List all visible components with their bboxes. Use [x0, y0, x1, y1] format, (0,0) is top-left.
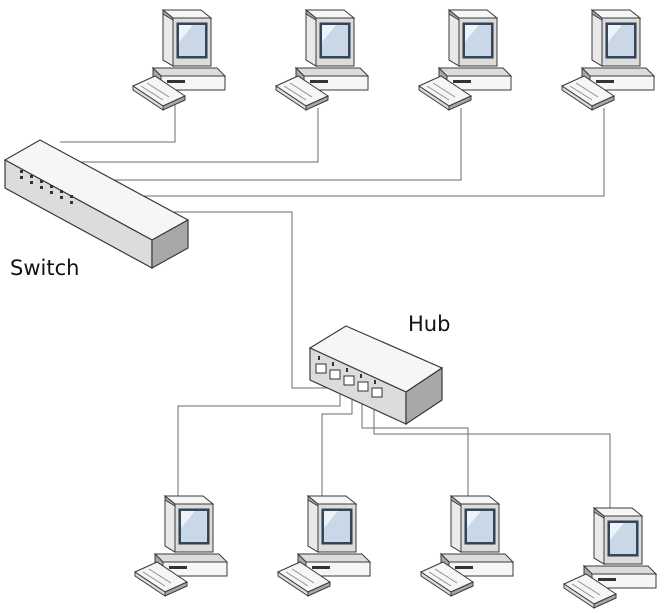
network-switch-icon	[3, 139, 190, 270]
network-hub-icon	[308, 325, 444, 426]
computer-icon	[563, 507, 657, 609]
computer-icon	[132, 9, 226, 111]
cables-hub	[177, 392, 611, 520]
cable-hub-pc-8	[373, 404, 611, 520]
computer-icon	[561, 9, 655, 111]
hub-label: Hub	[408, 312, 451, 336]
switch-label: Switch	[10, 256, 80, 280]
cable-switch-pc-2	[80, 108, 319, 163]
cable-switch-hub	[150, 211, 330, 389]
cable-switch-pc-3	[100, 108, 462, 181]
cable-switch-pc-1	[60, 104, 176, 143]
cable-hub-pc-6	[321, 396, 353, 510]
computer-icon	[275, 9, 369, 111]
computer-icon	[277, 495, 371, 597]
computer-icon	[418, 9, 512, 111]
computer-icon	[420, 495, 514, 597]
hub-ports	[315, 363, 383, 398]
switch-ports	[20, 170, 73, 204]
cable-hub-pc-5	[177, 392, 341, 512]
cable-hub-pc-7	[361, 400, 469, 512]
cable-switch-pc-4	[130, 108, 605, 197]
hub-leds	[318, 356, 376, 384]
cables-switch	[60, 104, 605, 389]
computer-icon	[134, 495, 228, 597]
